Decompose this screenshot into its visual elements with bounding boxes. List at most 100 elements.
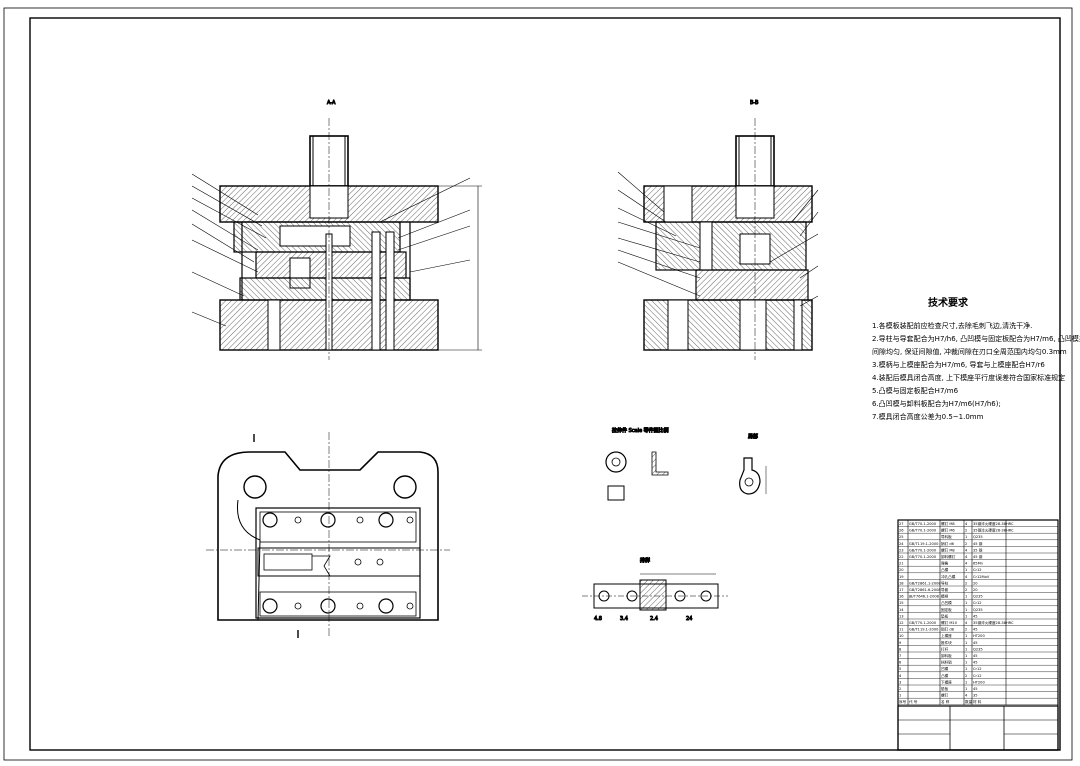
bom-cell: 1	[965, 634, 967, 638]
bom-cell: 2	[965, 529, 967, 533]
bom-cell: 10	[899, 634, 904, 638]
bom-cell: 导套	[941, 587, 949, 592]
bom-cell: 45 钢	[973, 554, 983, 559]
bom-cell: GB/T2861.6-2008	[909, 588, 941, 592]
tech-req-item: 6.凸凹模与卸料板配合为H7/m6(H7/h6);	[872, 399, 1001, 408]
strip-label: 排样	[640, 557, 650, 564]
bom-cell: 1	[965, 647, 967, 651]
bom-cell: 35	[973, 694, 978, 698]
bom-cell: 螺钉 M8	[941, 547, 955, 552]
bom-cell: 2	[965, 588, 967, 592]
front-view-label: A-A	[327, 100, 336, 106]
side-section-view: B-B	[617, 100, 819, 360]
inner-border	[29, 17, 1061, 751]
bom-cell: 20	[899, 568, 904, 572]
bom-cell: 7	[899, 654, 901, 658]
tech-req-item: 3.模柄与上模座配合为H7/m6, 导套与上模座配合H7/r6	[872, 360, 1045, 369]
technical-requirements: 技术要求 1.各模板装配前应检查尺寸,去除毛刺飞边,清洗干净. 2.导柱与导套配…	[872, 296, 1080, 421]
part-note-label: 拉伸件 Scale 零件图比例	[612, 427, 669, 434]
front-section-view: A-A	[191, 100, 482, 360]
bom-cell: 35钢淬火硬度28-38HRC	[973, 620, 1014, 625]
title-block	[897, 705, 1059, 751]
bom-cell: HT200	[973, 634, 985, 638]
tech-req-item: 7.模具闭合高度公差为0.5~1.0mm	[872, 412, 984, 421]
bom-cell: 1	[965, 614, 967, 618]
bom-cell: 固定板	[941, 607, 952, 612]
strip-layout: 排样 4.8 3.4 2.4 24	[582, 557, 728, 623]
bom-cell: 5	[899, 667, 901, 671]
bom-cell: 推件块	[941, 640, 952, 645]
bom-cell: 21	[899, 562, 904, 566]
bom-cell: 销钉 d6	[941, 541, 955, 546]
bom-cell: GB/T70.1-2000	[909, 522, 937, 526]
bom-cell: 22	[899, 555, 904, 559]
tech-req-heading: 技术要求	[928, 296, 969, 309]
bom-cell: 凸凹模	[941, 600, 952, 605]
bom-cell: 4	[899, 674, 902, 678]
bom-cell: 4	[965, 694, 968, 698]
bom-cell: 垫板	[941, 613, 949, 618]
bom-cell: Cr12	[973, 601, 982, 605]
bom-cell: 35钢淬火硬度28-38HRC	[973, 528, 1014, 533]
bom-cell: 1	[965, 661, 967, 665]
bom-cell: 19	[899, 575, 904, 579]
bom-cell: 4	[965, 575, 968, 579]
bom-header-cell: 代 号	[909, 699, 918, 704]
bom-cell: 导料板	[941, 534, 952, 539]
strip-dim: 24	[686, 616, 692, 622]
bom-cell: 1	[965, 654, 967, 658]
bom-cell: 9	[899, 641, 902, 645]
bom-cell: 4	[965, 522, 968, 526]
bom-cell: Q235	[973, 535, 983, 539]
bom-cell: 卸料板	[941, 653, 952, 658]
bom-cell: 打杆	[941, 646, 949, 651]
bom-cell: 4	[965, 562, 968, 566]
bom-cell: 8	[899, 647, 902, 651]
bom-cell: 1	[965, 568, 967, 572]
bom-cell: 导柱	[941, 580, 949, 585]
bill-of-materials: 2 7 GB/T70.1-2000 螺钉 M8 4 35钢淬火硬度28-38HRC 2 6 GB…	[897, 519, 1059, 751]
bom-cell: Q235	[973, 595, 983, 599]
bom-cell: 35钢淬火硬度28-38HRC	[973, 521, 1014, 526]
tech-req-item: 4.装配后模具闭合高度, 上下模座平行度误差符合国家标准规定	[872, 373, 1065, 382]
tech-req-item: 5.凸模与固定板配合H7/m6	[872, 386, 959, 395]
tech-req-item: 1.各模板装配前应检查尺寸,去除毛刺飞边,清洗干净.	[872, 321, 1032, 330]
bom-cell: HT200	[973, 680, 985, 684]
bom-cell: GB/T2861.1-2008	[909, 581, 941, 585]
bom-cell: JB/T7646.1-2008	[908, 595, 940, 599]
bom-cell: 销钉 d8	[941, 627, 955, 632]
bom-cell: 20	[973, 581, 978, 585]
bom-cell: 凹模	[941, 666, 949, 671]
bom-cell: 1	[965, 608, 967, 612]
bom-cell: 凸模	[941, 673, 949, 678]
bom-cell: Q235	[973, 647, 983, 651]
bom-cell: 45	[973, 628, 978, 632]
bom-cell: 螺钉 M8	[941, 521, 955, 526]
bom-cell: GB/T119.1-2000	[909, 542, 939, 546]
bom-cell: 1	[965, 680, 967, 684]
bom-cell: GB/T70.1-2000	[909, 529, 937, 533]
bom-cell: 45	[973, 687, 978, 691]
tech-req-item: 间隙均匀, 保证间隙值, 冲裁间隙在刃口全周范围内均匀0.3mm	[872, 347, 1067, 356]
strip-dim: 4.8	[594, 616, 602, 622]
bom-cell: 螺钉 M6	[941, 528, 955, 533]
bom-cell: 1	[965, 601, 967, 605]
strip-dim: 3.4	[620, 616, 628, 622]
bom-cell: 1	[965, 535, 967, 539]
bom-cell: 4	[965, 555, 968, 559]
bom-cell: 6	[899, 661, 902, 665]
bom-cell: GB/T119.1-2000	[909, 628, 939, 632]
bom-cell: 45 钢	[973, 541, 983, 546]
bom-cell: 卸料螺钉	[941, 554, 956, 559]
bom-cell: 35 钢	[973, 547, 983, 552]
bom-cell: Cr12	[973, 568, 982, 572]
bom-cell: 45	[973, 661, 978, 665]
bom-cell: 2	[965, 542, 967, 546]
bom-cell: 凸模	[941, 567, 949, 572]
bom-header-cell: 材 料	[973, 699, 982, 704]
bom-cell: 2	[965, 628, 967, 632]
bom-cell: 24	[899, 542, 904, 546]
bom-cell: 2	[899, 687, 901, 691]
bom-cell: 17	[899, 588, 904, 592]
